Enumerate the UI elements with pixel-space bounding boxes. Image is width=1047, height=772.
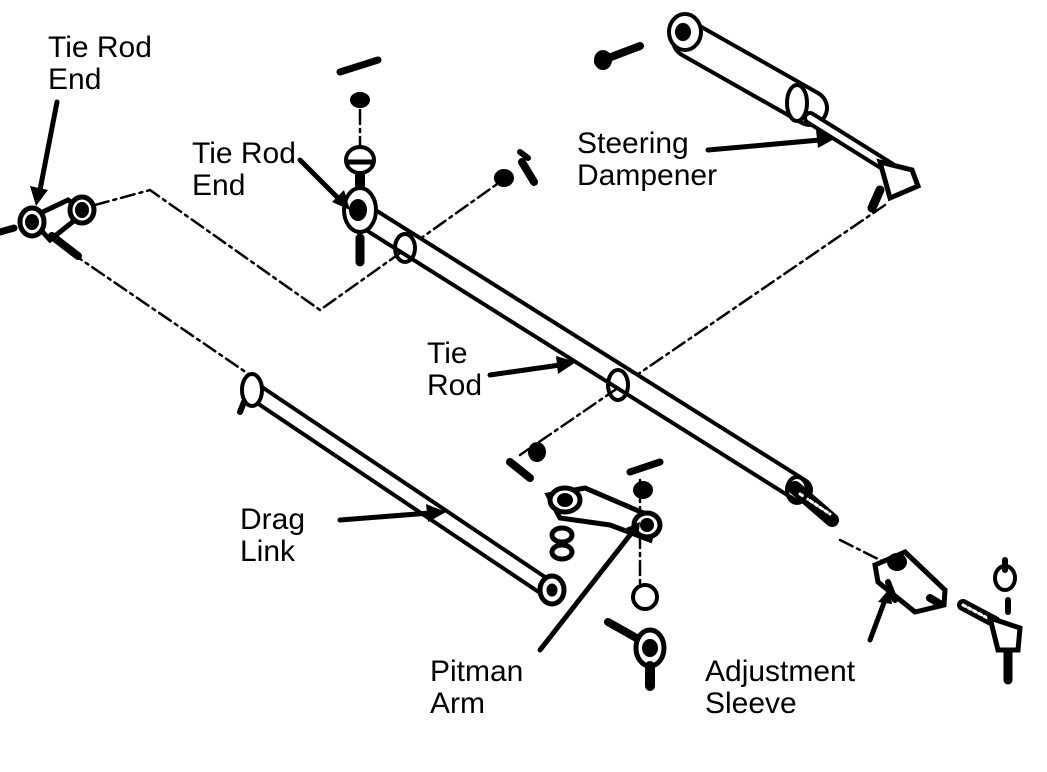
leader-lines (37, 99, 888, 653)
label-line: Steering (577, 127, 689, 160)
adjustment-sleeve-assembly (872, 549, 1023, 685)
label-line: Link (240, 535, 296, 568)
pitman-arm-assembly (544, 458, 667, 691)
label-line: Arm (430, 687, 485, 720)
label-line: End (48, 63, 102, 96)
center-tie-rod-end (336, 56, 382, 267)
fasteners (494, 149, 546, 482)
label-line: Tie Rod (48, 31, 152, 64)
leader-arrowheads (30, 130, 892, 604)
tie-rod (345, 199, 839, 527)
drag-link (237, 372, 567, 607)
label-line: End (192, 169, 246, 202)
label-line: Drag (240, 503, 306, 536)
label-line: Rod (427, 369, 483, 402)
left-tie-rod-end (0, 194, 97, 260)
label-line: Adjustment (705, 655, 856, 688)
label-line: Pitman (430, 655, 524, 688)
label-line: Tie Rod (192, 137, 296, 170)
label-line: Dampener (577, 159, 718, 192)
label-line: Sleeve (705, 687, 797, 720)
steering-dampener (594, 12, 922, 213)
label-line: Tie (427, 337, 468, 370)
